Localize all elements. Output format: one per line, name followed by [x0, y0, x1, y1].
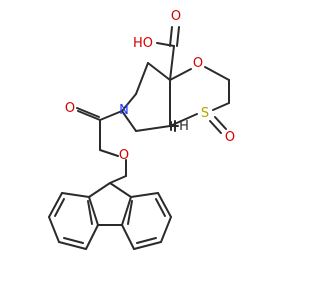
bond	[99, 110, 123, 121]
bond	[209, 120, 222, 134]
stereo-hydrogen-label: H	[179, 119, 189, 134]
bond	[76, 107, 100, 118]
carbamate-carbonyl-oxygen-label: O	[65, 101, 75, 116]
bond	[157, 192, 172, 218]
bond	[212, 102, 230, 111]
bond	[169, 26, 173, 47]
nitrogen-label: N	[119, 103, 129, 118]
bond	[109, 182, 132, 198]
bond	[87, 200, 93, 225]
bond	[135, 125, 171, 132]
chemical-structure: HO O O N S O H O O	[48, 9, 235, 250]
bond-lines	[48, 26, 230, 250]
bond	[121, 110, 137, 132]
carbamate-ester-oxygen-label: O	[119, 148, 129, 163]
bond	[61, 192, 90, 198]
sulfonyl-oxygen-label: O	[225, 130, 235, 145]
bond	[160, 216, 172, 243]
bond	[121, 93, 137, 112]
bond	[156, 42, 175, 47]
bond	[147, 62, 171, 81]
bond	[214, 116, 227, 130]
bond	[88, 196, 99, 226]
bond	[54, 198, 65, 217]
bond	[133, 241, 162, 250]
carboxyl-oxygen-label: O	[171, 9, 181, 24]
bond	[121, 224, 135, 250]
bond	[99, 149, 119, 157]
ring-oxygen-label: O	[193, 56, 203, 71]
atom-labels: HO O O N S O H O O	[65, 9, 235, 163]
bond	[169, 45, 175, 81]
hydroxyl-label: HO	[133, 36, 153, 51]
bond	[85, 224, 99, 250]
bond	[121, 196, 132, 226]
bond	[48, 216, 60, 243]
bond	[135, 62, 149, 95]
bond	[63, 237, 84, 244]
bond	[77, 110, 101, 121]
bond	[109, 175, 127, 184]
bond	[48, 192, 63, 218]
bond	[204, 66, 230, 81]
bond	[127, 200, 133, 225]
bond	[169, 68, 192, 81]
bond	[155, 198, 166, 217]
bond	[176, 26, 180, 47]
sulfur-label: S	[201, 106, 209, 121]
bond	[88, 182, 111, 198]
bond	[136, 237, 157, 244]
bond	[58, 241, 87, 250]
bond	[130, 192, 159, 198]
